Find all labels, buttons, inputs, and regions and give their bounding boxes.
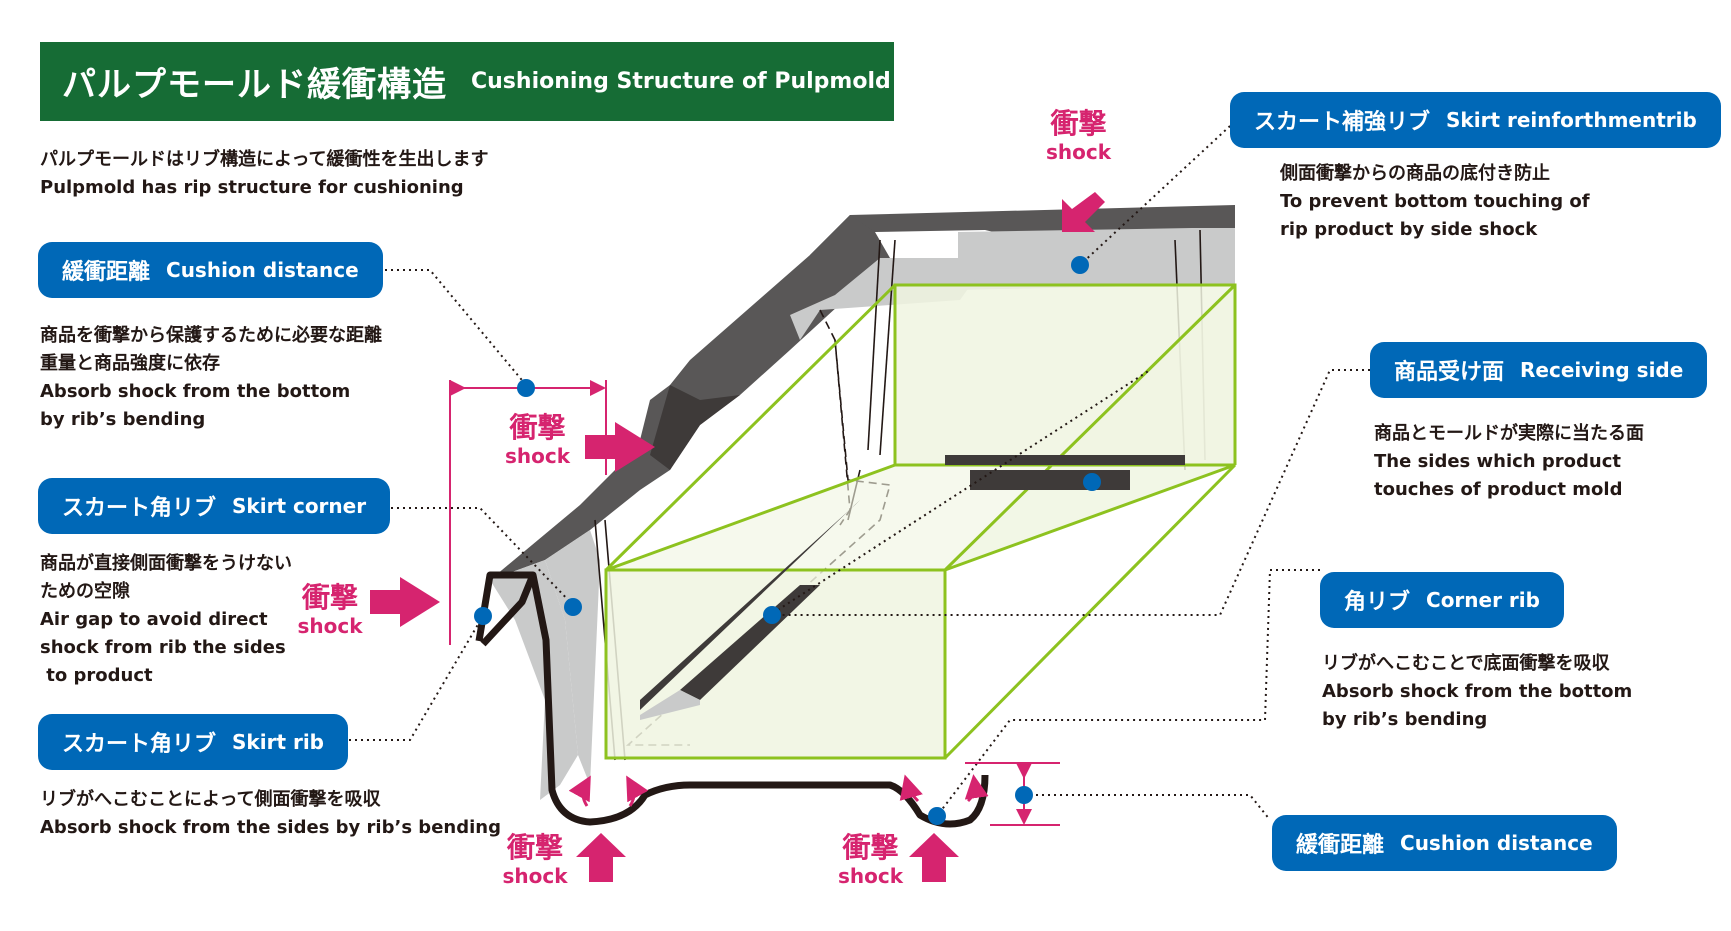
desc-line: Absorb shock from the sides by rib’s ben… <box>40 817 501 838</box>
rib-deflection-arrows <box>568 774 989 807</box>
callout-markers <box>474 256 1101 825</box>
shock-jp: 衝撃 <box>842 831 899 864</box>
shock-en: shock <box>502 864 568 888</box>
label-en: Cushion distance <box>166 258 359 282</box>
shock-label-side-left: 衝撃 shock <box>290 581 370 639</box>
shock-label-bottom-left: 衝撃 shock <box>495 831 575 889</box>
label-en: Cushion distance <box>1400 831 1593 855</box>
label-jp: 角リブ <box>1344 590 1411 615</box>
label-jp: 緩衝距離 <box>1296 833 1385 858</box>
desc-skirt-rib: リブがへこむことによって側面衝撃を吸収 Absorb shock from th… <box>40 786 501 842</box>
desc-receiving-side: 商品とモールドが実際に当たる面 The sides which product … <box>1374 420 1644 504</box>
desc-line: shock from rib the sides <box>40 637 286 658</box>
label-jp: スカート角リブ <box>62 732 217 757</box>
desc-line: To prevent bottom touching of <box>1280 191 1590 212</box>
desc-corner-rib: リブがへこむことで底面衝撃を吸収 Absorb shock from the b… <box>1322 650 1632 734</box>
label-cushion-distance-right: 緩衝距離 Cushion distance <box>1272 815 1617 871</box>
desc-line: リブがへこむことによって側面衝撃を吸収 <box>40 789 381 810</box>
shock-en: shock <box>1045 140 1112 164</box>
shock-label-side-top: 衝撃 shock <box>495 411 580 469</box>
desc-line: Absorb shock from the bottom <box>40 381 351 402</box>
label-skirt-reinforcement-rib: スカート補強リブ Skirt reinforthmentrib <box>1230 92 1721 148</box>
label-en: Skirt reinforthmentrib <box>1446 108 1697 132</box>
mold-cross-section <box>475 571 989 828</box>
cushion-distance-dimension-right <box>965 762 1060 826</box>
label-skirt-corner: スカート角リブ Skirt corner <box>38 478 391 534</box>
shock-jp: 衝撃 <box>1050 107 1107 140</box>
shock-jp: 衝撃 <box>301 581 358 614</box>
desc-line: 側面衝撃からの商品の底付き防止 <box>1280 163 1550 184</box>
label-receiving-side: 商品受け面 Receiving side <box>1370 342 1708 398</box>
shock-label-back: 衝撃 shock <box>1036 107 1121 165</box>
desc-line: Air gap to avoid direct <box>40 609 268 630</box>
leader-lines <box>349 125 1370 821</box>
label-en: Skirt rib <box>232 730 324 754</box>
label-en: Corner rib <box>1426 588 1540 612</box>
intro-text: パルプモールドはリブ構造によって緩衝性を生出します Pulpmold has r… <box>40 146 489 202</box>
label-jp: 緩衝距離 <box>62 260 151 285</box>
desc-line: to product <box>40 665 153 686</box>
label-jp: スカート角リブ <box>62 496 217 521</box>
label-corner-rib: 角リブ Corner rib <box>1320 572 1564 628</box>
desc-line: 商品が直接側面衝撃をうけない <box>40 553 292 574</box>
label-jp: スカート補強リブ <box>1254 110 1431 135</box>
intro-jp: パルプモールドはリブ構造によって緩衝性を生出します <box>40 149 489 170</box>
title-banner: パルプモールド緩衝構造 Cushioning Structure of Pulp… <box>40 42 894 121</box>
shock-jp: 衝撃 <box>509 411 566 444</box>
intro-en: Pulpmold has rip structure for cushionin… <box>40 177 464 198</box>
title-en: Cushioning Structure of Pulpmold <box>471 69 891 94</box>
shock-en: shock <box>504 444 571 468</box>
shock-en: shock <box>297 614 363 638</box>
desc-line: ための空隙 <box>40 581 130 602</box>
desc-line: 商品とモールドが実際に当たる面 <box>1374 423 1644 444</box>
desc-cushion-distance-left: 商品を衝撃から保護するために必要な距離 重量と商品強度に依存 Absorb sh… <box>40 322 382 434</box>
label-en: Receiving side <box>1520 358 1684 382</box>
shock-jp: 衝撃 <box>506 831 563 864</box>
shock-en: shock <box>837 864 904 888</box>
desc-skirt-corner: 商品が直接側面衝撃をうけない ための空隙 Air gap to avoid di… <box>40 550 292 690</box>
label-jp: 商品受け面 <box>1394 360 1505 385</box>
label-cushion-distance-left: 緩衝距離 Cushion distance <box>38 242 383 298</box>
desc-skirt-reinforcement-rib: 側面衝撃からの商品の底付き防止 To prevent bottom touchi… <box>1280 160 1590 244</box>
label-en: Skirt corner <box>232 494 367 518</box>
desc-line: by rib’s bending <box>1322 709 1488 730</box>
desc-line: rip product by side shock <box>1280 219 1538 240</box>
desc-line: Absorb shock from the bottom <box>1322 681 1633 702</box>
desc-line: touches of product mold <box>1374 479 1623 500</box>
desc-line: The sides which product <box>1374 451 1621 472</box>
desc-line: リブがへこむことで底面衝撃を吸収 <box>1322 653 1610 674</box>
label-skirt-rib: スカート角リブ Skirt rib <box>38 714 348 770</box>
desc-line: 商品を衝撃から保護するために必要な距離 <box>40 325 382 346</box>
title-jp: パルプモールド緩衝構造 <box>62 65 447 105</box>
shock-arrows <box>370 192 1105 882</box>
shock-label-bottom-right: 衝撃 shock <box>828 831 913 889</box>
desc-line: by rib’s bending <box>40 409 206 430</box>
desc-line: 重量と商品強度に依存 <box>40 353 220 374</box>
